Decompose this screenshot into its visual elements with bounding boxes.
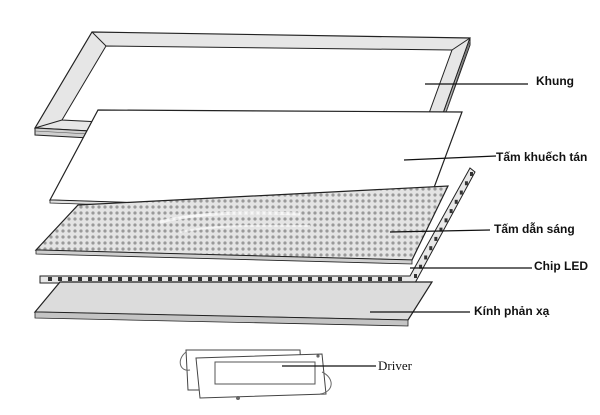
leader-lines xyxy=(282,83,532,367)
led-chip xyxy=(98,277,102,281)
led-chip xyxy=(248,277,252,281)
led-chip xyxy=(188,277,192,281)
led-chip xyxy=(308,277,312,281)
led-chip xyxy=(118,277,122,281)
led-chip xyxy=(348,277,352,281)
led-chip xyxy=(388,277,392,281)
led-chip xyxy=(148,277,152,281)
led-chip xyxy=(464,181,468,186)
led-chip xyxy=(424,255,428,260)
led-chip xyxy=(68,277,72,281)
led-chip xyxy=(238,277,242,281)
led-chip xyxy=(358,277,362,281)
led-chip xyxy=(398,277,402,281)
led-chip xyxy=(278,277,282,281)
led-chip xyxy=(128,277,132,281)
led-chip xyxy=(228,277,232,281)
led-chip xyxy=(439,227,443,232)
led-chip xyxy=(218,277,222,281)
reflector-plate xyxy=(33,281,434,327)
led-chip xyxy=(48,277,52,281)
led-strip xyxy=(39,167,476,284)
led-chip xyxy=(178,277,182,281)
leader-tam-khuech-tan xyxy=(403,155,497,161)
led-chip xyxy=(298,277,302,281)
led-chip xyxy=(338,277,342,281)
led-chip xyxy=(470,172,473,176)
label-kinh-phan-xa: Kính phản xạ xyxy=(474,304,550,318)
led-chip xyxy=(138,277,142,281)
led-chip xyxy=(434,236,438,241)
led-chip xyxy=(208,277,212,281)
led-chip xyxy=(168,277,172,281)
label-khung: Khung xyxy=(536,74,574,88)
label-tam-dan-sang: Tấm dẫn sáng xyxy=(494,222,575,236)
led-chip xyxy=(258,277,262,281)
leader-tam-dan-sang xyxy=(389,229,491,233)
led-chip xyxy=(429,246,433,251)
led-chip xyxy=(78,277,82,281)
label-driver: Driver xyxy=(378,358,412,373)
driver-unit xyxy=(179,349,332,400)
led-chip xyxy=(88,277,92,281)
led-chip xyxy=(378,277,382,281)
led-chip xyxy=(198,277,202,281)
led-chip xyxy=(444,218,448,223)
led-chip xyxy=(449,209,453,214)
light-guide-plate xyxy=(34,185,449,265)
label-chip-led: Chip LED xyxy=(534,259,588,273)
led-chip xyxy=(459,190,463,195)
led-chip xyxy=(419,264,423,269)
led-chip xyxy=(108,277,112,281)
label-tam-khuech-tan: Tấm khuếch tán xyxy=(496,150,588,164)
led-chip xyxy=(318,277,322,281)
led-chip xyxy=(158,277,162,281)
led-chip xyxy=(414,274,417,278)
led-chip xyxy=(288,277,292,281)
led-chip xyxy=(368,277,372,281)
led-chip xyxy=(454,199,458,204)
led-chip xyxy=(268,277,272,281)
led-chip xyxy=(58,277,62,281)
led-chip xyxy=(328,277,332,281)
